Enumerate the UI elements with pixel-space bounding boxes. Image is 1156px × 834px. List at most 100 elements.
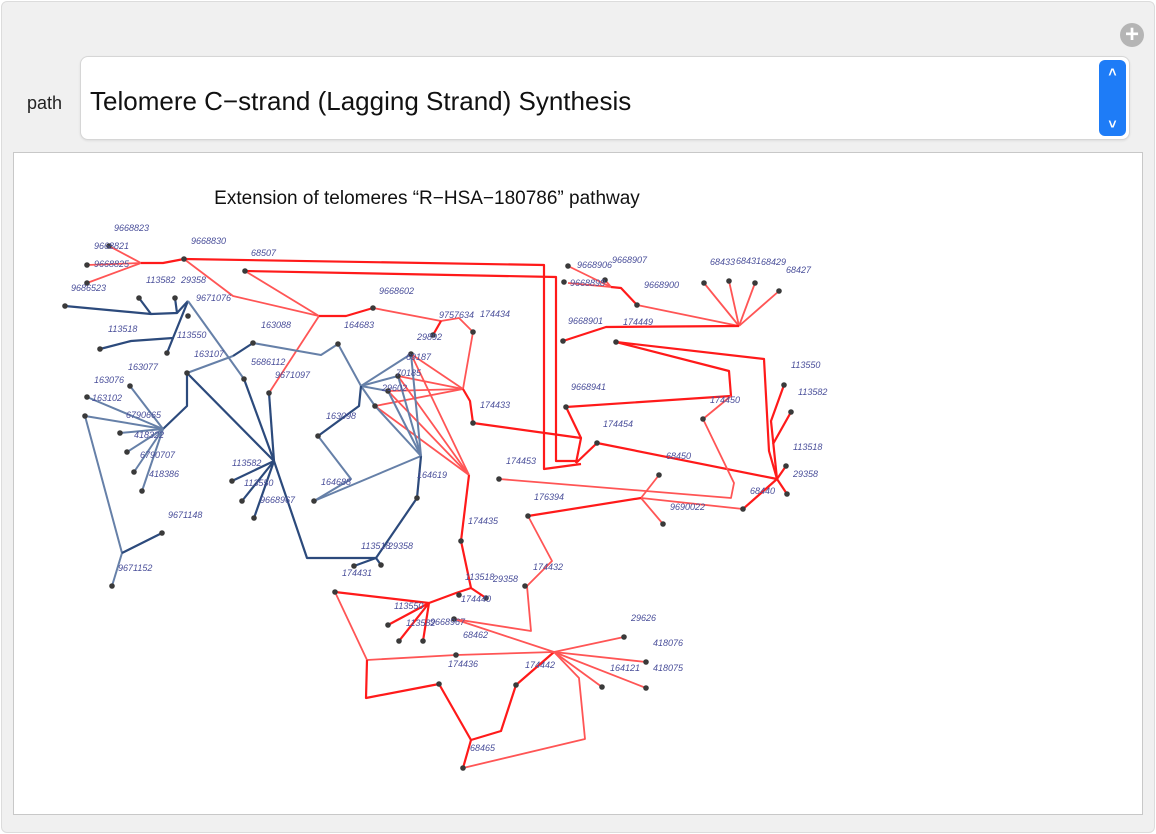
graph-node[interactable] [599, 684, 605, 690]
graph-node[interactable] [181, 256, 187, 262]
graph-node[interactable] [396, 638, 402, 644]
graph-node[interactable] [136, 295, 142, 301]
graph-node[interactable] [602, 277, 608, 283]
graph-node[interactable] [456, 592, 462, 598]
graph-edge [742, 478, 778, 510]
graph-node[interactable] [513, 682, 519, 688]
graph-node[interactable] [458, 538, 464, 544]
graph-node[interactable] [634, 302, 640, 308]
graph-node[interactable] [788, 409, 794, 415]
graph-node[interactable] [164, 350, 170, 356]
graph-node[interactable] [124, 449, 130, 455]
graph-node[interactable] [266, 390, 272, 396]
graph-node[interactable] [781, 382, 787, 388]
graph-node[interactable] [385, 388, 391, 394]
graph-node[interactable] [656, 472, 662, 478]
graph-node[interactable] [460, 765, 466, 771]
path-popup-menu[interactable]: Telomere C−strand (Lagging Strand) Synth… [80, 56, 1130, 140]
graph-node[interactable] [784, 491, 790, 497]
graph-edge [553, 651, 647, 663]
graph-node[interactable] [335, 341, 341, 347]
graph-node[interactable] [560, 338, 566, 344]
graph-node[interactable] [594, 440, 600, 446]
node-label: 70185 [396, 368, 422, 378]
graph-node[interactable] [436, 681, 442, 687]
graph-node[interactable] [701, 280, 707, 286]
graph-node[interactable] [613, 339, 619, 345]
graph-node[interactable] [660, 521, 666, 527]
graph-node[interactable] [470, 420, 476, 426]
graph-node[interactable] [453, 652, 459, 658]
graph-node[interactable] [332, 589, 338, 595]
graph-node[interactable] [643, 685, 649, 691]
graph-node[interactable] [106, 243, 112, 249]
graph-node[interactable] [242, 268, 248, 274]
graph-node[interactable] [700, 416, 706, 422]
graph-node[interactable] [159, 530, 165, 536]
graph-node[interactable] [752, 280, 758, 286]
graph-node[interactable] [117, 430, 123, 436]
graph-node[interactable] [776, 288, 782, 294]
graph-node[interactable] [395, 373, 401, 379]
graph-node[interactable] [783, 463, 789, 469]
graph-node[interactable] [378, 562, 384, 568]
graph-node[interactable] [84, 394, 90, 400]
graph-edge [141, 257, 185, 265]
graph-node[interactable] [241, 376, 247, 382]
graph-edge [364, 659, 472, 741]
graph-node[interactable] [522, 583, 528, 589]
graph-node[interactable] [84, 280, 90, 286]
graph-node[interactable] [185, 313, 191, 319]
graph-node[interactable] [184, 370, 190, 376]
graph-node[interactable] [84, 262, 90, 268]
graph-node[interactable] [470, 329, 476, 335]
graph-node[interactable] [131, 469, 137, 475]
node-label: 113582 [406, 618, 435, 628]
graph-node[interactable] [565, 263, 571, 269]
graph-node[interactable] [643, 659, 649, 665]
node-label: 418386 [149, 469, 179, 479]
add-icon[interactable]: + [1120, 23, 1144, 47]
graph-node[interactable] [385, 622, 391, 628]
graph-node[interactable] [496, 476, 502, 482]
graph-node[interactable] [430, 332, 436, 338]
graph-edge [313, 455, 422, 502]
graph-node[interactable] [315, 433, 321, 439]
node-label: 113518 [793, 442, 822, 452]
node-label: 68440 [750, 486, 775, 496]
graph-edge [360, 385, 376, 407]
node-label: 6790707 [140, 450, 176, 460]
graph-node[interactable] [483, 595, 489, 601]
graph-node[interactable] [420, 638, 426, 644]
graph-node[interactable] [229, 478, 235, 484]
graph-edge [553, 651, 647, 689]
graph-node[interactable] [82, 413, 88, 419]
graph-node[interactable] [139, 488, 145, 494]
graph-node[interactable] [109, 583, 115, 589]
graph-node[interactable] [172, 295, 178, 301]
graph-node[interactable] [451, 616, 457, 622]
graph-edge [410, 353, 464, 390]
graph-node[interactable] [726, 278, 732, 284]
graph-node[interactable] [621, 634, 627, 640]
graph-node[interactable] [251, 515, 257, 521]
graph-node[interactable] [740, 506, 746, 512]
graph-node[interactable] [97, 346, 103, 352]
graph-node[interactable] [311, 498, 317, 504]
graph-node[interactable] [414, 495, 420, 501]
graph-node[interactable] [370, 305, 376, 311]
node-label: 68465 [470, 743, 496, 753]
graph-node[interactable] [351, 563, 357, 569]
graph-node[interactable] [525, 513, 531, 519]
graph-node[interactable] [62, 303, 68, 309]
graph-node[interactable] [563, 404, 569, 410]
graph-node[interactable] [561, 279, 567, 285]
graph-node[interactable] [127, 383, 133, 389]
node-label: 9668602 [379, 286, 414, 296]
popup-spinner[interactable]: ˄ ˅ [1099, 60, 1126, 136]
graph-node[interactable] [239, 498, 245, 504]
graph-node[interactable] [372, 403, 378, 409]
graph-node[interactable] [250, 340, 256, 346]
node-label: 29358 [492, 574, 518, 584]
graph-node[interactable] [408, 351, 414, 357]
